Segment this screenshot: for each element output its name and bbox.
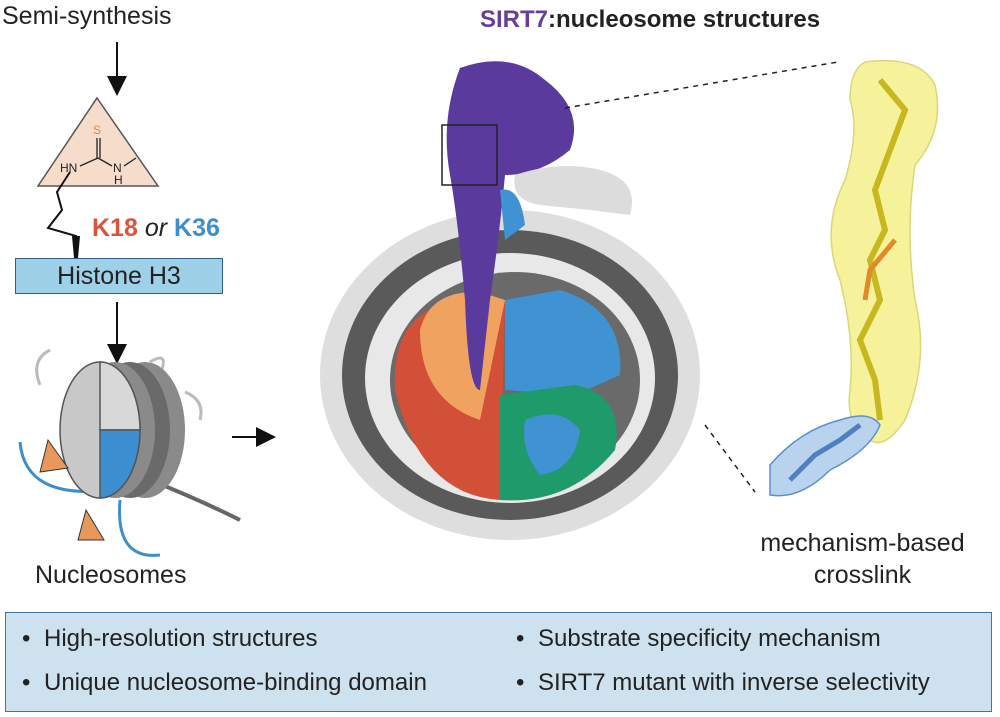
histone-h3-box: Histone H3 (15, 258, 223, 294)
h-atom: H (114, 173, 123, 187)
crosslink-caption-line2: crosslink (813, 561, 912, 589)
bullet-marker: • (516, 625, 525, 652)
bullet-marker: • (22, 625, 31, 652)
lysine-site-label: K18 or K36 (92, 214, 220, 243)
hn-atom: HN (60, 161, 77, 175)
sulfur-atom: S (93, 123, 101, 137)
summary-panel: • High-resolution structures • Unique nucl… (5, 612, 992, 712)
thiourea-structure (79, 138, 137, 167)
crosslink-caption: mechanism-based crosslink (755, 527, 970, 591)
nucleosome-cartoon (18, 348, 241, 557)
bullet-marker: • (22, 669, 31, 696)
cryo-em-density-map (320, 61, 700, 540)
bullet-binding-domain: • Unique nucleosome-binding domain (22, 669, 427, 697)
reactive-group-triangle (36, 96, 160, 187)
bullet-text: High-resolution structures (44, 625, 318, 652)
or-label: or (144, 214, 168, 242)
bullet-inverse-selectivity: • SIRT7 mutant with inverse selectivity (516, 669, 930, 697)
n-atom: N (113, 161, 122, 175)
crosslink-caption-line1: mechanism-based (760, 529, 965, 557)
semi-synthesis-label: Semi-synthesis (2, 2, 172, 30)
crosslink-density (769, 59, 939, 497)
zoom-box (441, 124, 498, 186)
zoom-leader-bottom (704, 424, 756, 493)
nucleosomes-label: Nucleosomes (35, 561, 187, 589)
k36-label: K36 (174, 214, 220, 242)
bullet-high-resolution: • High-resolution structures (22, 625, 317, 653)
bullet-text: SIRT7 mutant with inverse selectivity (538, 669, 930, 696)
bullet-text: Unique nucleosome-binding domain (44, 669, 427, 696)
figure-title: SIRT7:nucleosome structures (480, 6, 820, 34)
sirt7-label: SIRT7 (480, 6, 549, 33)
bullet-text: Substrate specificity mechanism (538, 625, 881, 652)
title-rest: :nucleosome structures (548, 6, 821, 33)
zoom-leader-top (564, 61, 839, 109)
bullet-substrate-specificity: • Substrate specificity mechanism (516, 625, 881, 653)
k18-label: K18 (92, 214, 138, 242)
bullet-marker: • (516, 669, 525, 696)
